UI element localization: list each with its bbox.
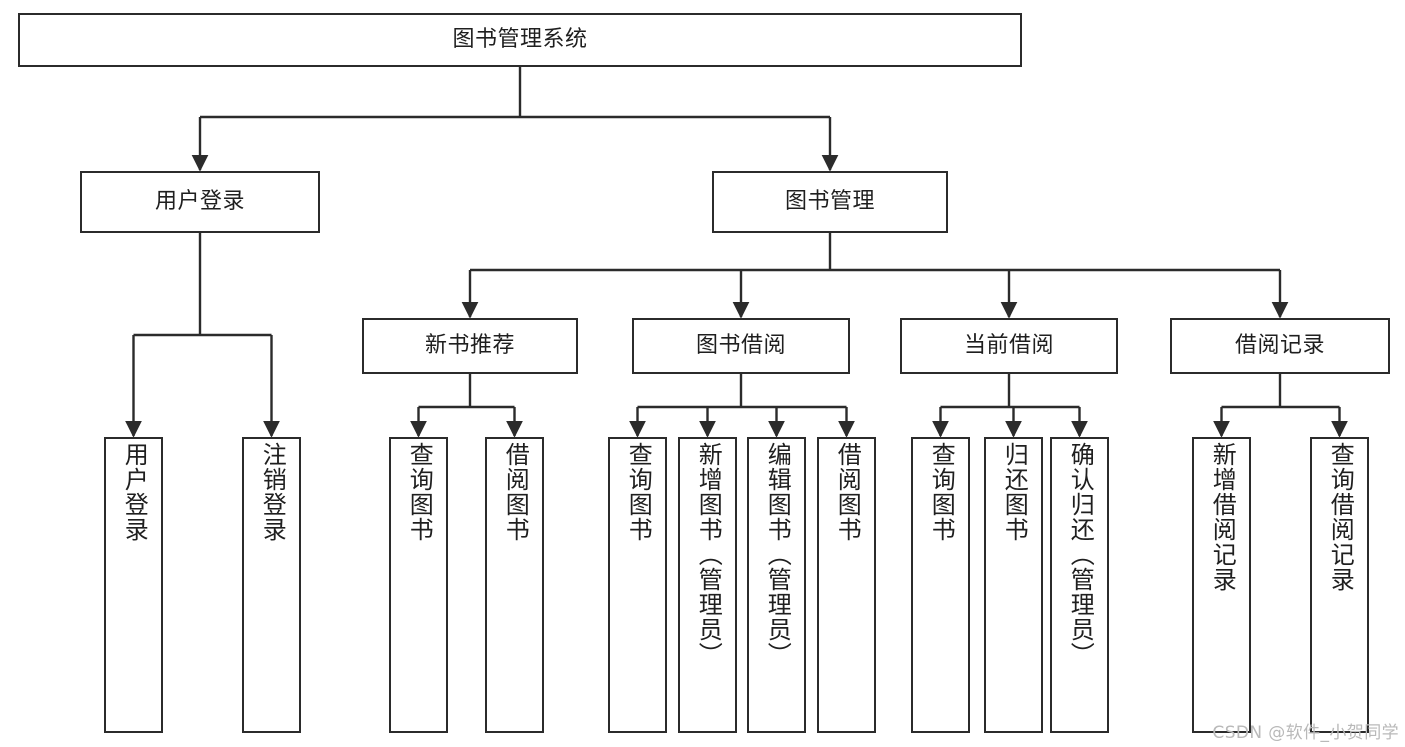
node-leaf-query-book-3[interactable]: 查询图书 xyxy=(911,437,970,733)
node-leaf-add-record[interactable]: 新增借阅记录 xyxy=(1192,437,1251,733)
node-book-borrow[interactable]: 图书借阅 xyxy=(632,318,850,374)
node-label: 图书管理 xyxy=(784,189,875,215)
node-leaf-logout[interactable]: 注销登录 xyxy=(242,437,301,733)
node-label: 确认归还（管理员） xyxy=(1066,442,1095,667)
node-label: 借阅图书 xyxy=(833,442,862,542)
node-borrow-record[interactable]: 借阅记录 xyxy=(1170,318,1390,374)
node-leaf-query-record[interactable]: 查询借阅记录 xyxy=(1310,437,1369,733)
node-label: 当前借阅 xyxy=(963,333,1054,359)
node-label: 查询图书 xyxy=(624,442,653,542)
node-label: 图书管理系统 xyxy=(452,27,588,53)
node-label: 新增借阅记录 xyxy=(1208,442,1237,592)
node-root[interactable]: 图书管理系统 xyxy=(18,13,1022,67)
node-leaf-add-book[interactable]: 新增图书（管理员） xyxy=(678,437,737,733)
node-current-borrow[interactable]: 当前借阅 xyxy=(900,318,1118,374)
node-label: 归还图书 xyxy=(1000,442,1029,542)
node-leaf-borrow-book-2[interactable]: 借阅图书 xyxy=(817,437,876,733)
node-user-login[interactable]: 用户登录 xyxy=(80,171,320,233)
node-leaf-return-book[interactable]: 归还图书 xyxy=(984,437,1043,733)
node-book-manage[interactable]: 图书管理 xyxy=(712,171,948,233)
node-label: 查询图书 xyxy=(405,442,434,542)
node-leaf-confirm-return[interactable]: 确认归还（管理员） xyxy=(1050,437,1109,733)
node-label: 查询图书 xyxy=(927,442,956,542)
node-leaf-query-book-1[interactable]: 查询图书 xyxy=(389,437,448,733)
node-leaf-borrow-book-1[interactable]: 借阅图书 xyxy=(485,437,544,733)
node-label: 用户登录 xyxy=(120,442,149,542)
node-leaf-query-book-2[interactable]: 查询图书 xyxy=(608,437,667,733)
node-label: 借阅记录 xyxy=(1234,333,1325,359)
node-leaf-edit-book[interactable]: 编辑图书（管理员） xyxy=(747,437,806,733)
node-label: 编辑图书（管理员） xyxy=(763,442,792,667)
node-label: 借阅图书 xyxy=(501,442,530,542)
node-leaf-user-login[interactable]: 用户登录 xyxy=(104,437,163,733)
node-label: 注销登录 xyxy=(258,442,287,542)
node-label: 新增图书（管理员） xyxy=(694,442,723,667)
watermark: CSDN @软件_小贺同学 xyxy=(1212,723,1399,743)
node-new-book-rec[interactable]: 新书推荐 xyxy=(362,318,578,374)
node-label: 图书借阅 xyxy=(695,333,786,359)
node-label: 查询借阅记录 xyxy=(1326,442,1355,592)
node-label: 新书推荐 xyxy=(424,333,515,359)
node-label: 用户登录 xyxy=(154,189,245,215)
